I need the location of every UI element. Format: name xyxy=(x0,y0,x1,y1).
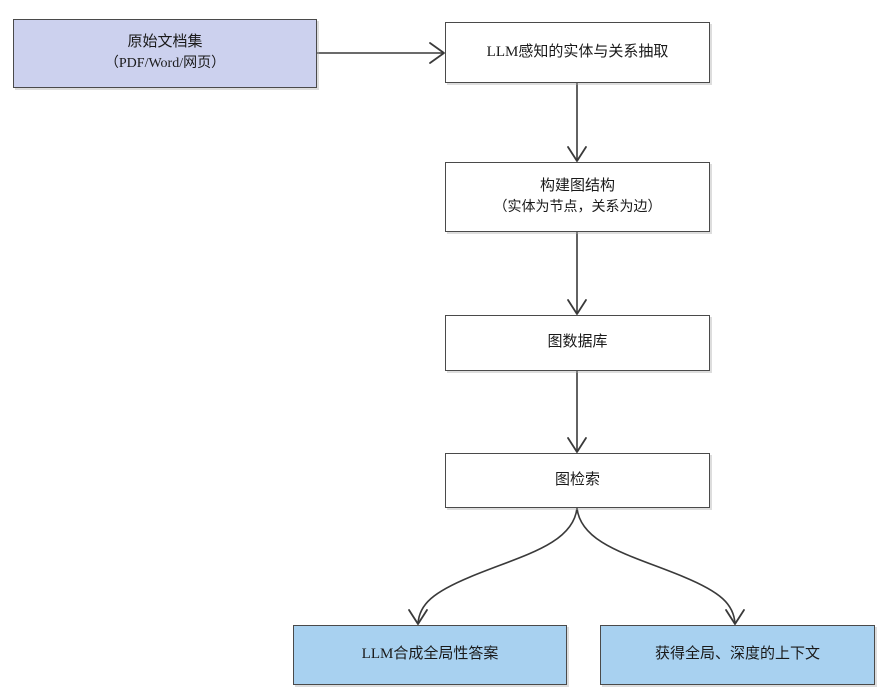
edge-graph-search-to-llm-answer xyxy=(408,507,578,625)
node-global-deep-context-title: 获得全局、深度的上下文 xyxy=(654,646,820,663)
node-build-graph-structure-title: 构建图结构 xyxy=(539,177,615,194)
node-build-graph-structure-subtitle: （实体为节点，关系为边） xyxy=(493,199,662,215)
edge-graph-search-to-context xyxy=(576,507,745,625)
node-graph-database[interactable]: 图数据库 xyxy=(445,315,710,371)
edge-source-to-extract xyxy=(317,42,445,64)
node-graph-retrieval-title: 图检索 xyxy=(554,471,600,488)
node-llm-entity-relation-extraction[interactable]: LLM感知的实体与关系抽取 xyxy=(445,22,710,83)
node-build-graph-structure[interactable]: 构建图结构 （实体为节点，关系为边） xyxy=(445,162,710,232)
edge-graph-db-to-graph-search xyxy=(567,371,587,453)
node-graph-database-title: 图数据库 xyxy=(547,334,608,351)
node-global-deep-context[interactable]: 获得全局、深度的上下文 xyxy=(600,625,875,685)
node-llm-entity-relation-extraction-title: LLM感知的实体与关系抽取 xyxy=(486,43,669,60)
node-source-documents-subtitle: （PDF/Word/网页） xyxy=(104,56,226,72)
node-graph-retrieval[interactable]: 图检索 xyxy=(445,453,710,508)
edge-extract-to-build-graph xyxy=(567,83,587,162)
node-llm-global-answer-title: LLM合成全局性答案 xyxy=(361,646,499,663)
node-llm-global-answer[interactable]: LLM合成全局性答案 xyxy=(293,625,567,685)
edge-build-graph-to-graph-db xyxy=(567,232,587,315)
node-source-documents[interactable]: 原始文档集 （PDF/Word/网页） xyxy=(13,19,317,88)
node-source-documents-title: 原始文档集 xyxy=(127,34,203,51)
